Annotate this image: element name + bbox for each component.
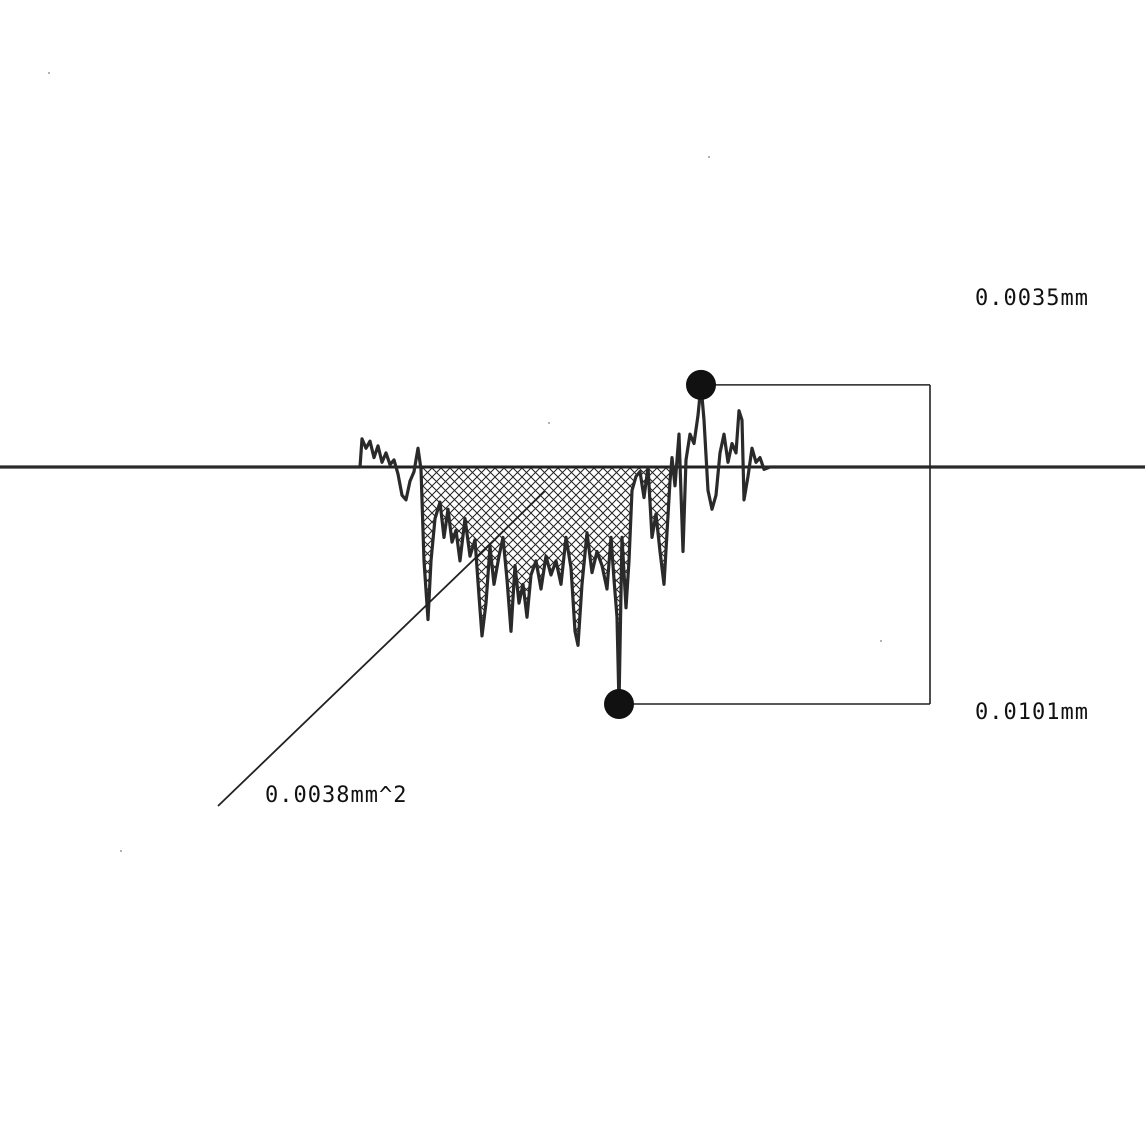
wear-area-fill (421, 467, 670, 704)
peak-height-label: 0.0035mm (975, 286, 1089, 311)
scan-speck (48, 72, 50, 74)
scan-speck (548, 422, 550, 424)
area-leader (217, 490, 546, 807)
wear-area-label: 0.0038mm^2 (265, 783, 408, 808)
peak-marker (686, 369, 716, 400)
scan-speck (708, 156, 710, 158)
profile-trace (0, 383, 1145, 706)
scan-speck (880, 640, 882, 642)
extreme-markers (604, 369, 716, 719)
valley-depth-label: 0.0101mm (975, 700, 1089, 725)
scan-speck (120, 850, 122, 852)
area-leader-line (217, 490, 546, 807)
valley-marker (604, 689, 634, 719)
wear-area-hatch (421, 467, 670, 704)
profile-line (0, 383, 1145, 706)
height-bracket (619, 384, 931, 705)
